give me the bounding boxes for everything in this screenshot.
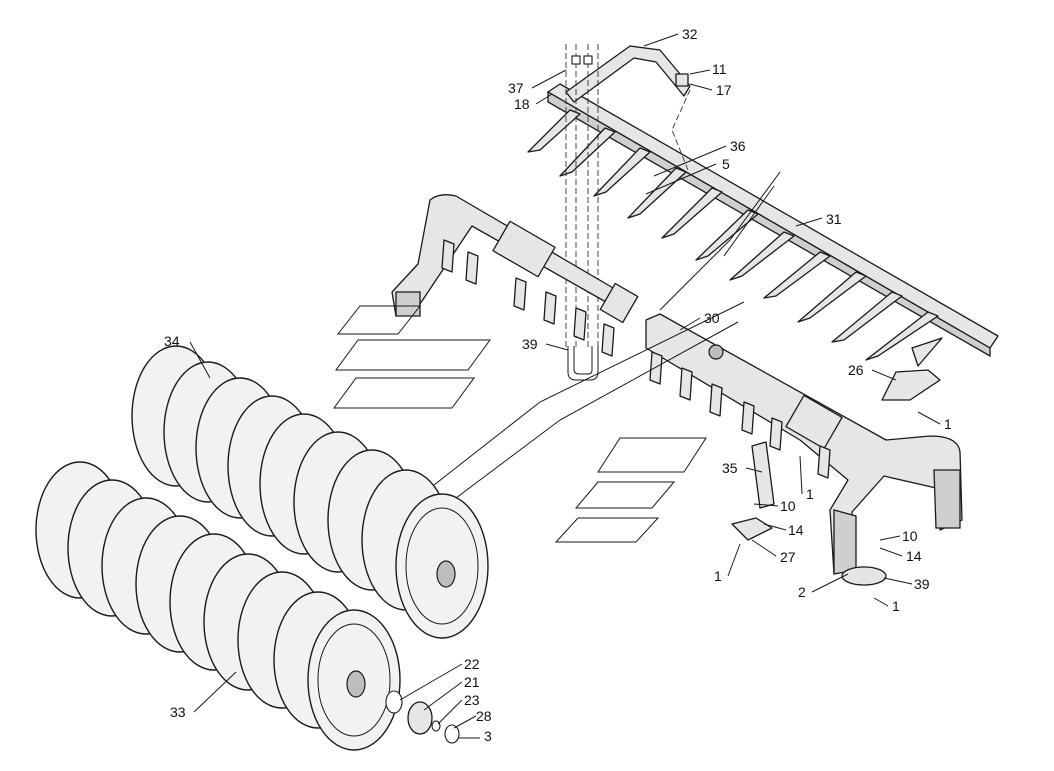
label-1-bottom-left: 1 [714, 568, 722, 584]
label-34: 34 [164, 333, 180, 349]
label-3: 3 [484, 728, 492, 744]
label-1-strut: 1 [806, 486, 814, 502]
assembly-axis-lines [565, 44, 691, 350]
label-36: 36 [730, 138, 746, 154]
strut-35 [751, 441, 775, 509]
label-10-left: 10 [780, 498, 796, 514]
label-23: 23 [464, 692, 480, 708]
label-39-lower: 39 [914, 576, 930, 592]
label-33: 33 [170, 704, 186, 720]
label-30: 30 [704, 310, 720, 326]
label-32: 32 [682, 26, 698, 42]
hub-parts [385, 690, 480, 744]
label-14-right: 14 [906, 548, 922, 564]
roller-back-34 [131, 345, 489, 639]
label-22: 22 [464, 656, 480, 672]
label-31: 31 [826, 211, 842, 227]
label-26: 26 [848, 362, 864, 378]
frame-bar-30 [645, 313, 963, 575]
label-28: 28 [476, 708, 492, 724]
middle-frame-teeth [649, 351, 831, 479]
tine-bar-31 [527, 83, 999, 361]
label-10-right: 10 [902, 528, 918, 544]
label-14-left: 14 [788, 522, 804, 538]
tine-brackets [527, 109, 939, 361]
label-17: 17 [716, 82, 732, 98]
leader-lines [189, 33, 941, 729]
label-18: 18 [514, 96, 530, 112]
label-5: 5 [722, 156, 730, 172]
label-1-scraper: 1 [944, 416, 952, 432]
scraper-39-lower [841, 566, 887, 586]
label-21: 21 [464, 674, 480, 690]
label-37: 37 [508, 80, 524, 96]
front-frame [391, 194, 639, 357]
roller-front-33 [35, 461, 401, 751]
label-35: 35 [722, 460, 738, 476]
label-11: 11 [712, 61, 727, 77]
part-labels: 32 37 18 11 17 36 5 31 30 39 34 26 1 35 … [164, 26, 952, 744]
hanger-32 [565, 45, 691, 103]
label-39-upper: 39 [522, 336, 538, 352]
front-frame-teeth [441, 239, 615, 357]
ghost-plates [333, 171, 781, 543]
label-2: 2 [798, 584, 806, 600]
label-27: 27 [780, 549, 796, 565]
scraper-26 [881, 337, 943, 401]
label-1-bottom-right: 1 [892, 598, 900, 614]
u-bolt-39 [567, 346, 599, 381]
scraper-27 [731, 517, 773, 541]
